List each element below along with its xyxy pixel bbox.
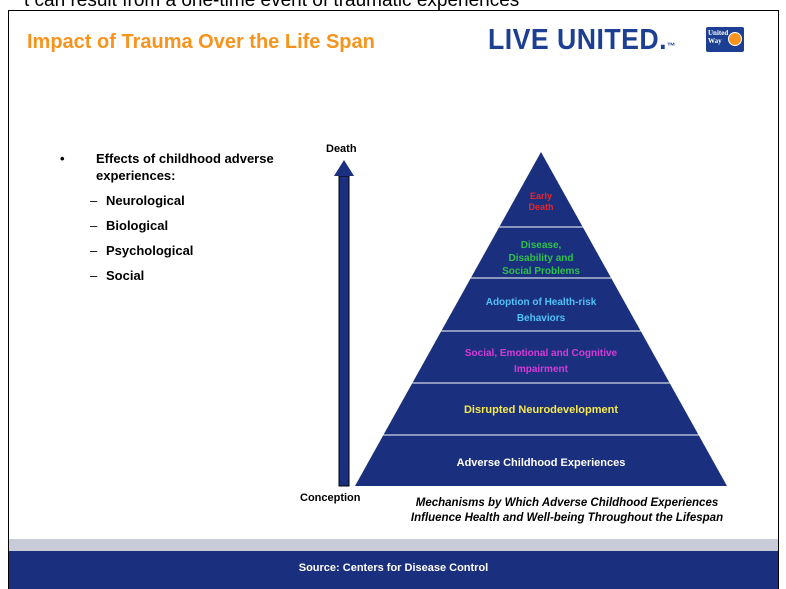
sub-bullet-label: Social: [106, 268, 145, 283]
sub-bullet-label: Neurological: [106, 193, 185, 208]
live-united-wordmark: LIVE UNITED.™: [488, 24, 676, 57]
pyramid-level-label: Social, Emotional and Cognitive: [465, 348, 618, 359]
trademark-mark: ™: [666, 41, 676, 51]
pyramid-level-label: Impairment: [514, 364, 569, 375]
footer-bar: [9, 551, 778, 589]
previous-text: t can result from a one-time event of tr…: [24, 0, 520, 11]
bullet-main-text: Effects of childhood adverse experiences…: [96, 151, 274, 183]
life-span-arrow: [334, 160, 354, 487]
arrow-head-icon: [334, 160, 354, 176]
pyramid-level-label: Adverse Childhood Experiences: [457, 457, 626, 469]
pyramid-level-label: Early: [530, 191, 552, 201]
pyramid-level-label: Adoption of Health-risk: [486, 297, 597, 308]
pyramid-level-label: Death: [528, 202, 553, 212]
arrow-shaft: [338, 175, 350, 487]
caption-line-2: Influence Health and Well-being Througho…: [410, 512, 724, 524]
caption-line-1: Mechanisms by Which Adverse Childhood Ex…: [415, 497, 719, 509]
pyramid-level-label: Disability and: [508, 253, 573, 264]
bullet-main: • Effects of childhood adverse experienc…: [60, 150, 286, 184]
sub-bullet-item: –Social: [90, 267, 286, 285]
sub-bullet-list: –Neurological –Biological –Psychological…: [60, 192, 286, 285]
sub-bullet-item: –Psychological: [90, 242, 286, 260]
united-way-sun-icon: [728, 32, 742, 46]
death-label: Death: [326, 143, 357, 155]
pyramid-level-label: Social Problems: [502, 266, 580, 277]
source-text: Source: Centers for Disease Control: [298, 562, 489, 574]
bullet-marker: •: [60, 151, 65, 166]
dash-marker: –: [90, 193, 98, 208]
sub-bullet-label: Psychological: [106, 243, 194, 258]
pyramid-body: [355, 152, 727, 486]
sub-bullet-label: Biological: [106, 218, 169, 233]
dash-marker: –: [90, 243, 98, 258]
conception-label: Conception: [300, 492, 361, 504]
slide-frame: [8, 10, 779, 589]
pyramid-level-label: Behaviors: [517, 313, 566, 324]
united-way-logo: United Way: [706, 27, 744, 52]
dash-marker: –: [90, 218, 98, 233]
bullet-list: • Effects of childhood adverse experienc…: [60, 150, 286, 292]
previous-text-fragment: t can result from a one-time event of tr…: [0, 0, 786, 12]
sub-bullet-item: –Neurological: [90, 192, 286, 210]
sub-bullet-item: –Biological: [90, 217, 286, 235]
footer-light-band: [9, 539, 778, 551]
pyramid-level-label: Disease,: [521, 240, 562, 251]
united-way-logo-text: United Way: [708, 29, 729, 45]
pyramid-level-label: Disrupted Neurodevelopment: [464, 404, 618, 416]
slide-title: Impact of Trauma Over the Life Span: [27, 31, 375, 53]
live-united-text: LIVE UNITED.: [488, 24, 667, 56]
dash-marker: –: [90, 268, 98, 283]
diagram-caption: Mechanisms by Which Adverse Childhood Ex…: [377, 496, 757, 526]
